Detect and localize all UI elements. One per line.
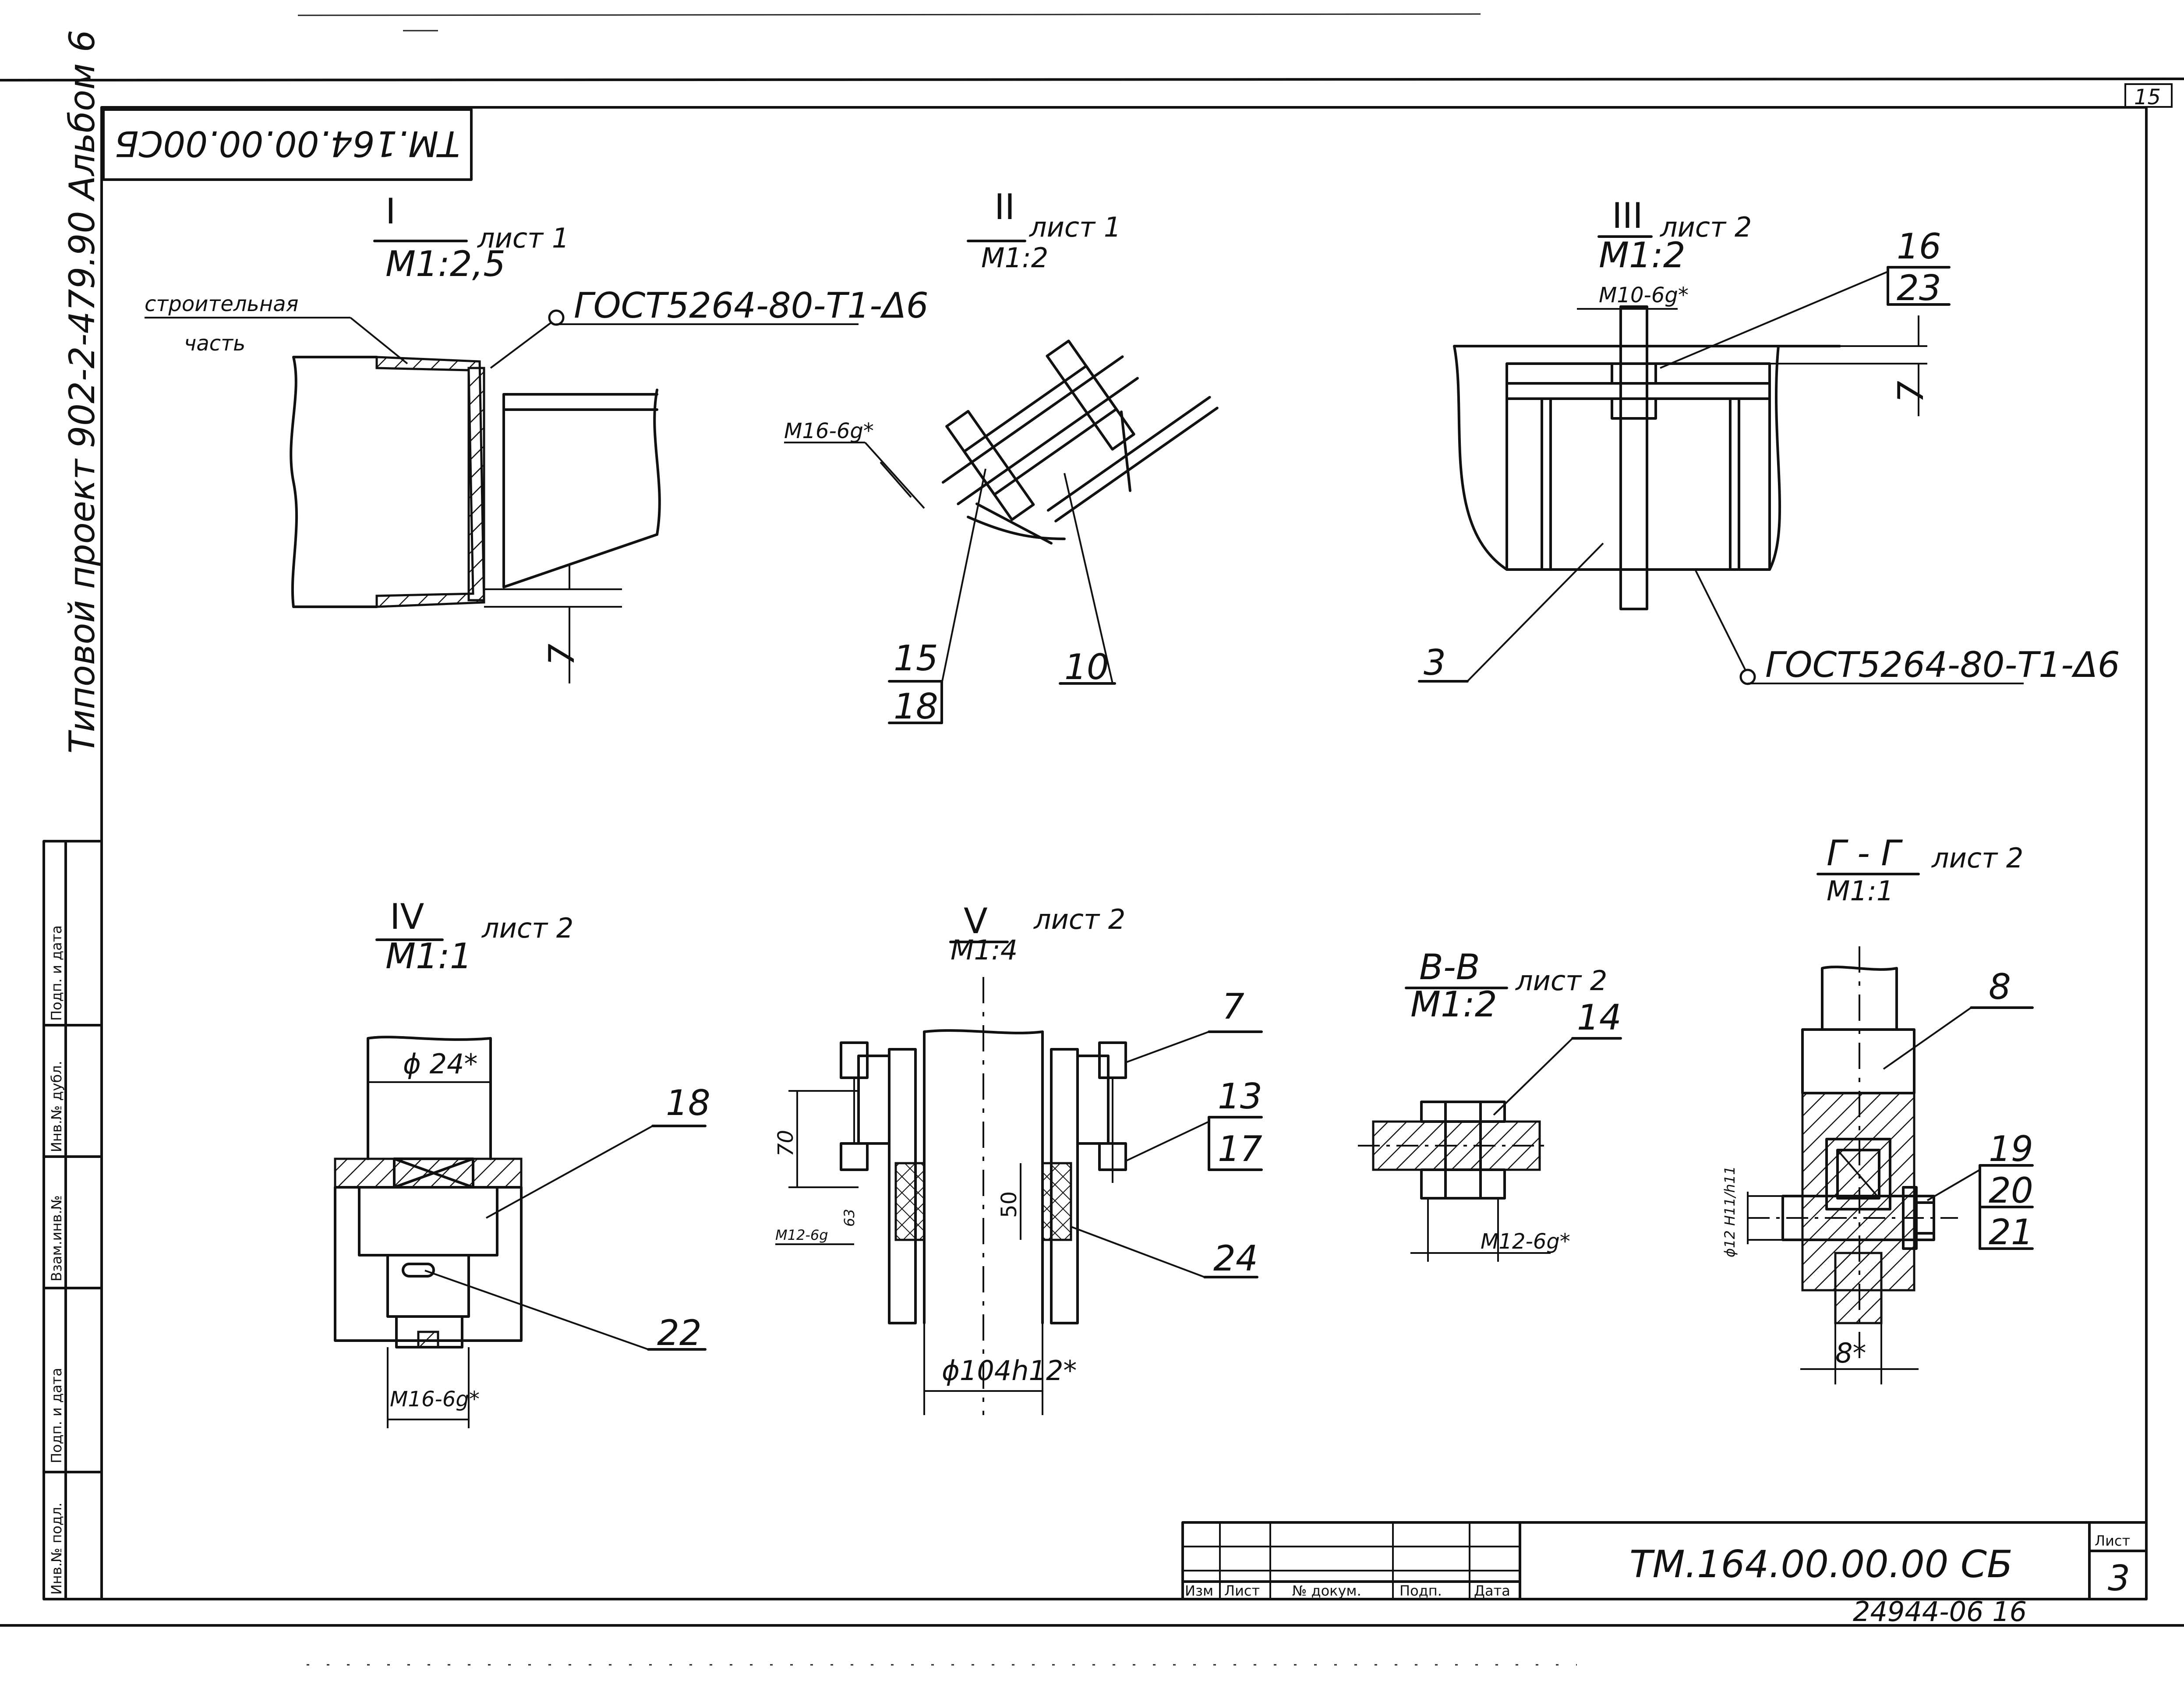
tb-dokum: № докум. [1292, 1582, 1361, 1599]
view-GG-scale: М1:1 [1827, 875, 1894, 907]
bottom-archive-number: 24944-06 16 [1853, 1596, 2027, 1628]
view-V-pos-24: 24 [1213, 1238, 1258, 1279]
view-BB-sheet: лист 2 [1515, 965, 1607, 997]
view-V-scale: М1:4 [951, 934, 1018, 966]
view-V-pos-7: 7 [1222, 986, 1244, 1027]
view-II-scale: М1:2 [981, 242, 1048, 274]
view-I-weld: ГОСТ5264-80-Т1-Δ6 [574, 285, 929, 326]
view-V-dim-63: 63 [841, 1209, 858, 1227]
view-IV-sheet: лист 2 [481, 912, 573, 944]
list-label: Лист [2095, 1533, 2130, 1549]
view-G-G: Г - Г лист 2 М1:1 ϕ12 H11/h11 8* 8 19 20… [1721, 833, 2034, 1384]
view-V-sheet: лист 2 [1033, 903, 1125, 935]
view-V-diameter: ϕ104h12* [942, 1355, 1077, 1387]
view-V-pos-17: 17 [1218, 1129, 1262, 1169]
side-stamp: Инв.№ подл. Подп. и дата Взам.инв.№ Инв.… [42, 840, 103, 1600]
view-V-dim-70: 70 [774, 1130, 798, 1157]
side-title: Типовой проект 902-2-479.90 Альбом 6 [62, 30, 102, 754]
view-III-pos-16: 16 [1897, 226, 1941, 267]
view-IV-diameter: ϕ 24* [403, 1048, 478, 1080]
view-I-note-line2: часть [184, 331, 245, 356]
view-II-pos-15: 15 [894, 638, 938, 679]
main-document-code: ТМ.164.00.00.00 СБ [1629, 1543, 2013, 1586]
tb-izm: Изм [1185, 1582, 1213, 1599]
view-V: V лист 2 М1:4 7 13 17 24 70 [774, 901, 1263, 1415]
view-GG-fit: ϕ12 H11/h11 [1721, 1166, 1738, 1257]
view-I-note-line1: строительная [145, 292, 299, 316]
stamp-podp-data-2: Подп. и дата [48, 925, 65, 1021]
view-II-pos-18: 18 [894, 686, 938, 727]
view-BB-scale: М1:2 [1410, 984, 1497, 1025]
view-I-scale: М1:2,5 [385, 244, 505, 284]
view-GG-pos-21: 21 [1989, 1212, 2033, 1253]
view-GG-pos-8: 8 [1989, 966, 2011, 1007]
view-GG-title: Г - Г [1827, 833, 1903, 874]
view-IV-numeral: IV [390, 896, 424, 937]
view-III-pos-3: 3 [1424, 642, 1446, 683]
stamp-vzam-inv: Взам.инв.№ [48, 1195, 65, 1281]
stamp-podp-data-1: Подп. и дата [48, 1368, 65, 1463]
view-II-thread: М16-6g* [784, 419, 874, 443]
tb-podp: Подп. [1399, 1582, 1442, 1599]
view-III-dim: 7 [1891, 381, 1931, 403]
title-block: Изм Лист № докум. Подп. Дата ТМ.164.00.0… [1181, 1521, 2148, 1628]
view-II-pos-10: 10 [1064, 647, 1109, 687]
view-III-weld: ГОСТ5264-80-Т1-Δ6 [1765, 644, 2120, 685]
view-GG-dim: 8* [1835, 1337, 1866, 1369]
view-IV-pos-22: 22 [657, 1313, 702, 1353]
view-IV-scale: М1:1 [385, 936, 472, 977]
view-GG-pos-19: 19 [1989, 1129, 2033, 1169]
list-number: 3 [2108, 1558, 2130, 1599]
stamp-inv-podl: Инв.№ подл. [48, 1502, 65, 1595]
view-IV-thread: М16-6g* [390, 1387, 480, 1412]
view-V-thread: М12-6g [775, 1227, 828, 1243]
view-GG-pos-20: 20 [1989, 1170, 2033, 1211]
view-III-sheet: лист 2 [1660, 211, 1752, 243]
view-II-numeral: II [994, 187, 1015, 227]
view-BB-title: В-В [1419, 947, 1480, 987]
view-BB-pos-14: 14 [1577, 997, 1622, 1038]
view-II-sheet: лист 1 [1029, 211, 1121, 243]
view-V-dim-50: 50 [997, 1191, 1021, 1218]
view-I-sheet: лист 1 [477, 222, 569, 254]
corner-sheet-number: 15 [2134, 85, 2161, 110]
view-I: I лист 1 М1:2,5 строительная часть ГОСТ5… [145, 191, 929, 683]
view-III: III лист 2 М1:2 М10-6g* 16 23 7 3 [1418, 195, 2120, 685]
view-III-numeral: III [1612, 195, 1643, 236]
view-V-numeral: V [964, 901, 988, 941]
view-V-pos-13: 13 [1218, 1076, 1262, 1117]
view-BB-thread: М12-6g* [1481, 1229, 1570, 1254]
tb-list: Лист [1224, 1582, 1260, 1599]
view-III-thread: М10-6g* [1599, 283, 1689, 308]
view-IV: IV лист 2 М1:1 ϕ 24* М16-6g* 18 22 [334, 896, 710, 1428]
view-GG-sheet: лист 2 [1931, 842, 2023, 874]
view-II: II лист 1 М1:2 М16-6g* 15 18 10 [784, 187, 1219, 727]
view-I-numeral: I [385, 191, 396, 232]
view-IV-pos-18: 18 [666, 1083, 710, 1123]
view-B-B: В-В лист 2 М1:2 14 М12-6g* [1358, 947, 1622, 1262]
tb-data: Дата [1474, 1582, 1510, 1599]
rotated-code: ТМ.164.00.00.00СБ [115, 123, 460, 164]
stamp-inv-dubl: Инв.№ дубл. [48, 1061, 65, 1152]
view-III-pos-23: 23 [1897, 268, 1941, 308]
view-III-scale: М1:2 [1599, 235, 1686, 276]
view-I-dim: 7 [541, 644, 582, 666]
rotated-code-stamp: ТМ.164.00.00.00СБ [102, 108, 473, 181]
